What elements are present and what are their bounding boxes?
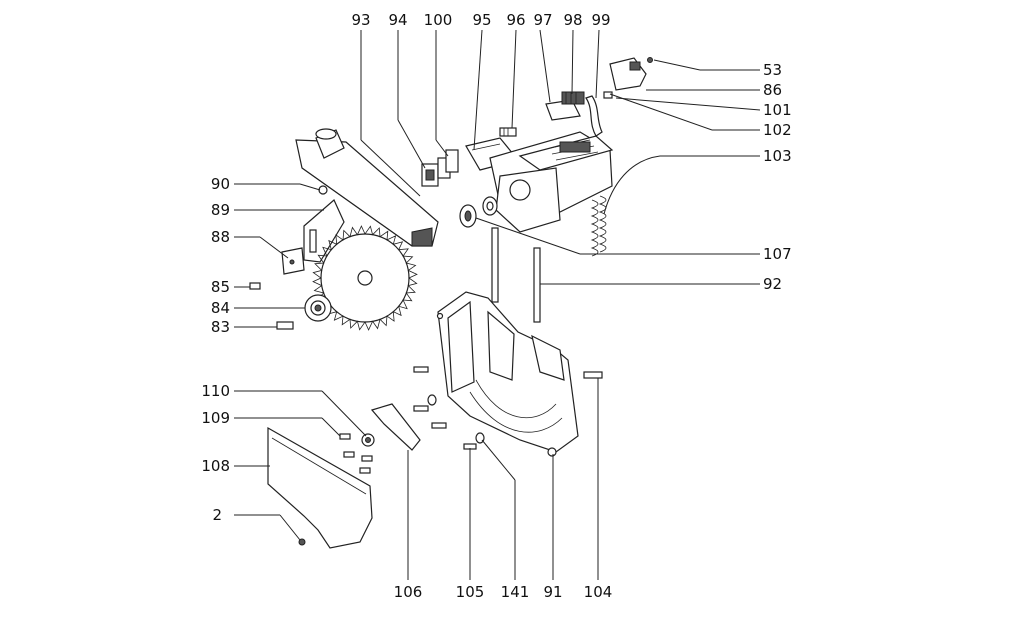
callout-label: 90: [211, 175, 230, 193]
base-frame: [436, 291, 579, 457]
callout-labels: 93 94 100 95 96 97 98 99 53 86 101 102 1…: [201, 11, 791, 601]
callout-label: 83: [211, 318, 230, 336]
saw-blade: [312, 225, 418, 331]
callout-label: 104: [584, 583, 613, 601]
callout-label: 84: [211, 299, 230, 317]
callout-label: 98: [563, 11, 582, 29]
callout-label: 101: [763, 101, 792, 119]
callout-label: 110: [201, 382, 230, 400]
callout-label: 107: [763, 245, 792, 263]
cover-plate: [267, 426, 373, 549]
callout-label: 102: [763, 121, 792, 139]
clamp-106: [339, 403, 421, 474]
callout-label: 85: [211, 278, 230, 296]
callout-label: 96: [506, 11, 525, 29]
callout-label: 88: [211, 228, 230, 246]
callout-label: 2: [212, 506, 222, 524]
terminal-block: [545, 91, 585, 121]
screw-96: [499, 127, 517, 137]
callout-label: 89: [211, 201, 230, 219]
callout-label: 108: [201, 457, 230, 475]
callout-label: 99: [591, 11, 610, 29]
spring: [590, 195, 607, 257]
callout-label: 106: [394, 583, 423, 601]
callout-label: 86: [763, 81, 782, 99]
callout-label: 141: [501, 583, 530, 601]
leader-lines: [234, 29, 761, 580]
callout-label: 53: [763, 61, 782, 79]
callout-label: 92: [763, 275, 782, 293]
motor: [489, 131, 614, 233]
callout-label: 109: [201, 409, 230, 427]
saw-arm: [295, 128, 439, 247]
callout-label: 97: [533, 11, 552, 29]
callout-label: 95: [472, 11, 491, 29]
switch-assembly: [585, 57, 653, 137]
callout-label: 93: [351, 11, 370, 29]
blade-guard: [281, 185, 345, 275]
callout-label: 100: [424, 11, 453, 29]
flange-washers: [459, 196, 498, 228]
flange-nut: [249, 282, 332, 330]
callout-label: 94: [388, 11, 407, 29]
callout-label: 105: [456, 583, 485, 601]
callout-label: 91: [543, 583, 562, 601]
callout-label: 103: [763, 147, 792, 165]
guide-rods: [491, 227, 541, 323]
clamp-plates: [421, 149, 459, 187]
